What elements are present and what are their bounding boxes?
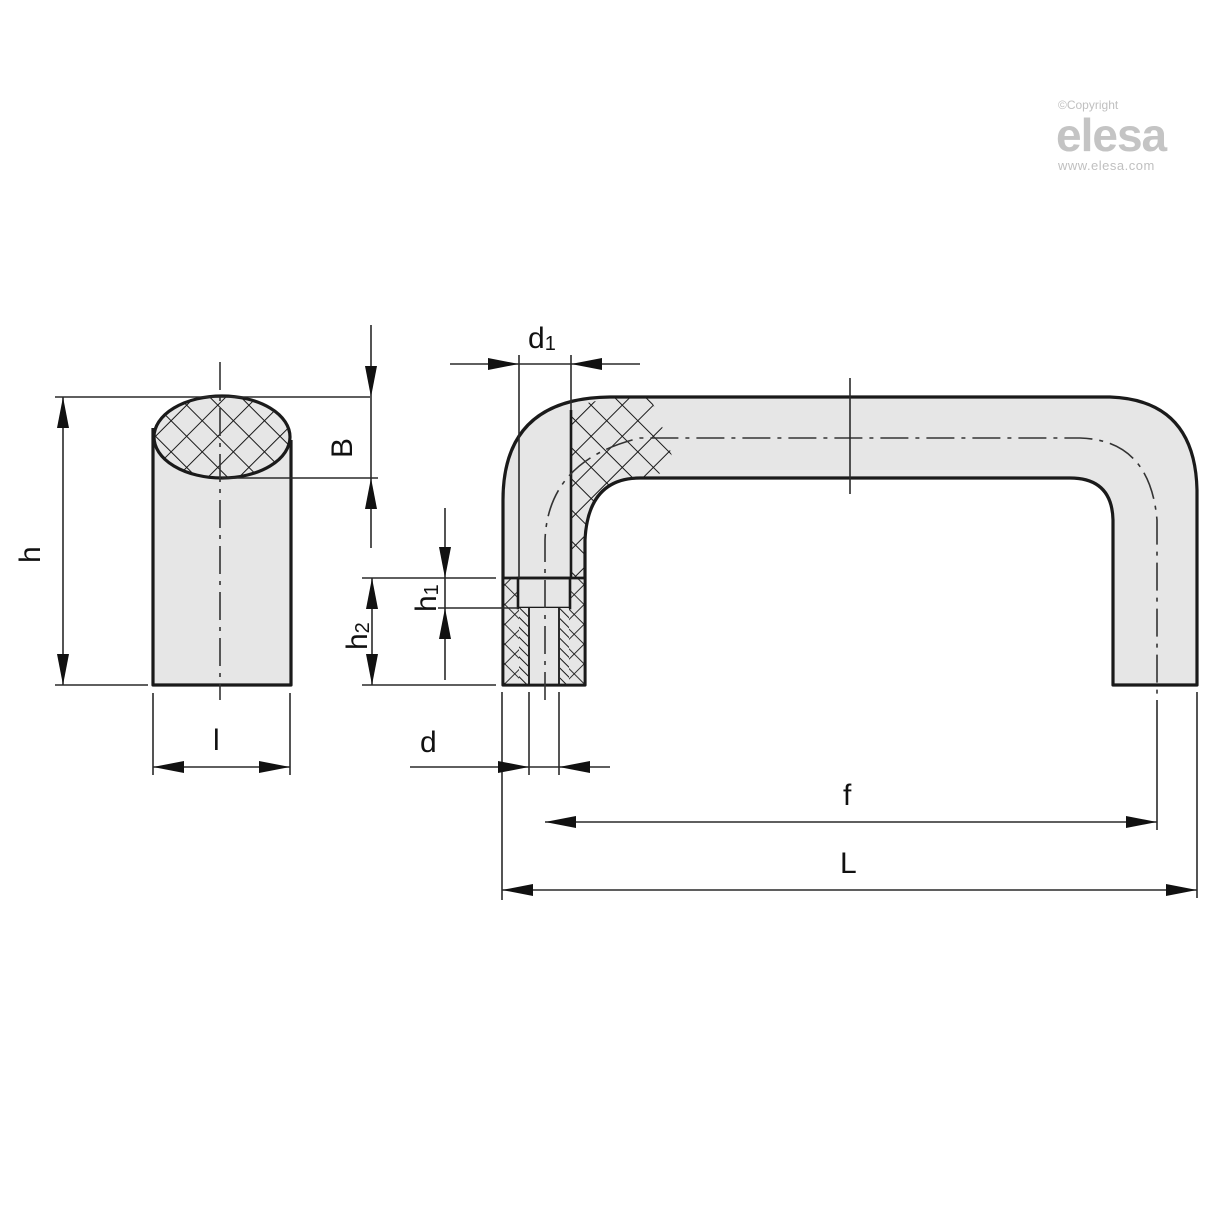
dimension-d: d: [410, 692, 610, 900]
dim-label-f: f: [843, 779, 852, 812]
dim-label-h: h: [14, 546, 47, 563]
brand-name: elesa: [1056, 109, 1167, 161]
dim-label-B: B: [326, 438, 359, 458]
dim-label-l: l: [213, 724, 220, 757]
dim-label-d: d: [420, 726, 437, 759]
dimension-f: f: [545, 700, 1158, 830]
handle-front-view: [501, 378, 1199, 700]
dimension-L: L: [502, 692, 1198, 898]
brand-url: www.elesa.com: [1058, 158, 1155, 173]
dimension-B: B: [222, 325, 378, 548]
dim-label-d1: d1: [528, 322, 556, 355]
dim-label-L: L: [840, 847, 857, 880]
dim-label-h1: h1: [410, 584, 443, 612]
copyright-text: ©Copyright: [1058, 98, 1119, 112]
dimension-d1: d1: [450, 322, 640, 578]
side-view: h l: [14, 362, 370, 775]
dim-label-h2: h2: [341, 622, 374, 650]
dimension-h2-h1: h2 h1: [341, 508, 518, 686]
elesa-logo: ©Copyright elesa www.elesa.com: [1046, 98, 1196, 173]
